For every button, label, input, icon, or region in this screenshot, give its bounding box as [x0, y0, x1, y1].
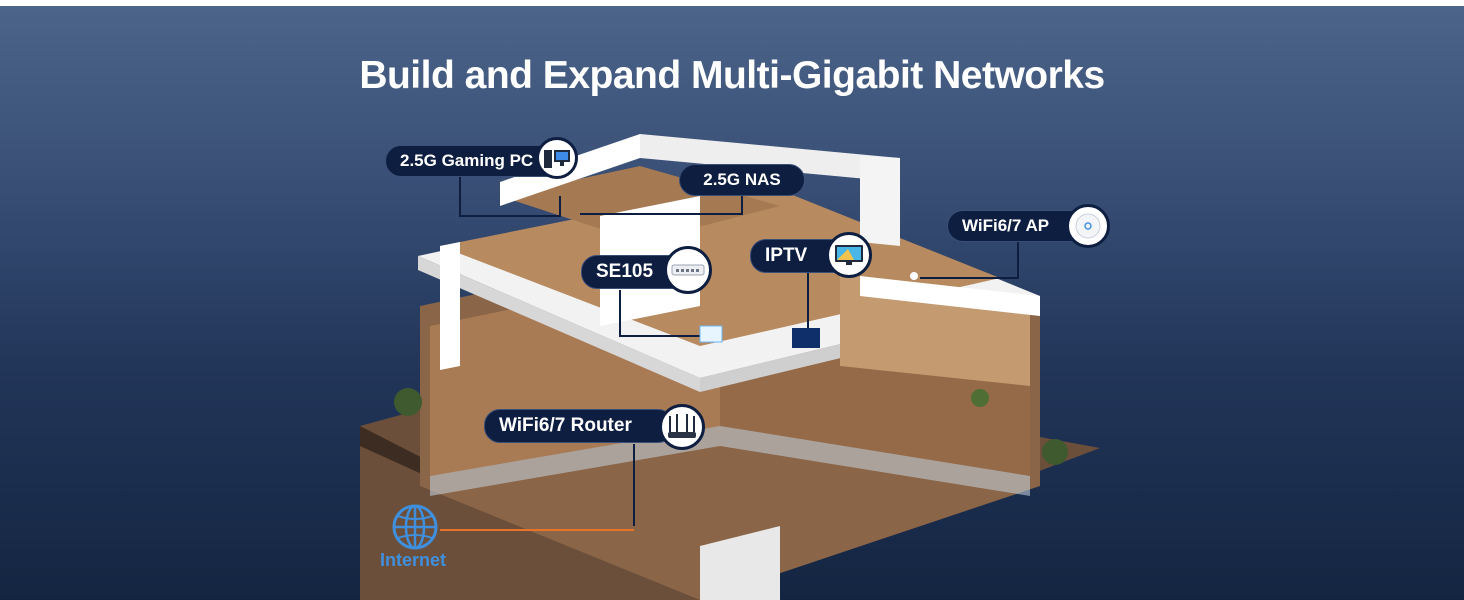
gaming-pc-text: 2.5G Gaming PC [400, 151, 534, 170]
wifi-router-icon [659, 404, 705, 450]
iptv-text: IPTV [765, 245, 808, 266]
ceiling-access-point-icon [1066, 204, 1110, 248]
desktop-computer-icon [536, 137, 578, 179]
ap-text: WiFi6/7 AP [962, 216, 1050, 235]
tv-icon [826, 232, 872, 278]
router-label: WiFi6/7 Router [484, 409, 674, 443]
network-switch-icon [664, 246, 712, 294]
router-text: WiFi6/7 Router [499, 415, 632, 436]
nas-text: 2.5G NAS [703, 170, 781, 189]
headline: Build and Expand Multi-Gigabit Networks [359, 54, 1105, 97]
nas-label: 2.5G NAS [679, 164, 805, 196]
se105-text: SE105 [596, 261, 654, 282]
house-illustration [360, 134, 1100, 600]
globe-icon [392, 504, 438, 550]
internet-label: Internet [380, 550, 447, 570]
hero-banner: Build and Expand Multi-Gigabit Networks [0, 6, 1464, 600]
